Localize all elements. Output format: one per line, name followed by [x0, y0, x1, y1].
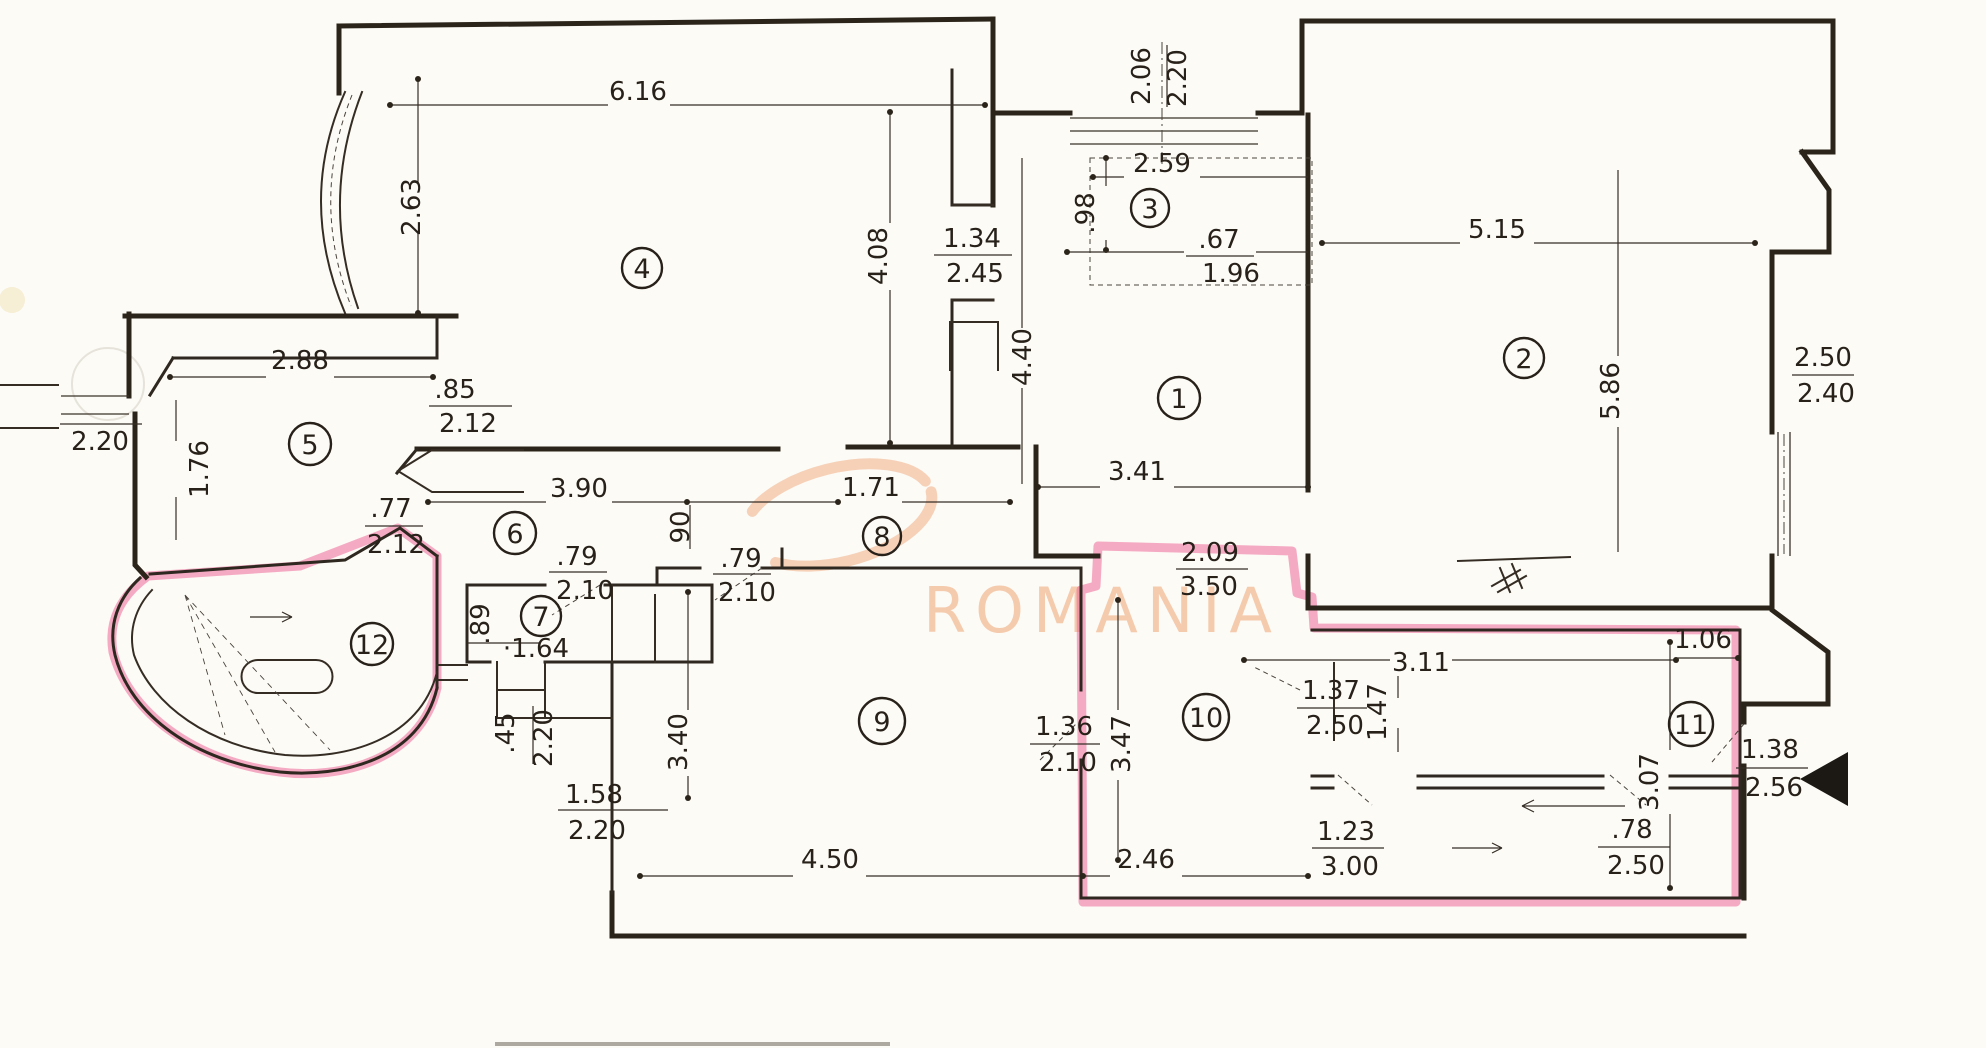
frac-.79a-top: .79 [556, 542, 597, 572]
frac-2.45-bottom: 2.45 [946, 259, 1004, 289]
frac-.77-top: .77 [370, 494, 411, 524]
frac-1.37-top: 1.37 [1302, 676, 1360, 706]
dim-1.64: ·1.64 [503, 634, 569, 664]
room-number-labels: 1 2 3 4 5 6 7 8 9 10 11 12 [301, 194, 1708, 741]
dim-2.20-left: 2.20 [71, 427, 129, 457]
frac-.45-top: .45 [491, 712, 521, 753]
frac-1.96-bottom: 1.96 [1202, 259, 1260, 289]
frac-1.36-top: 1.36 [1035, 712, 1093, 742]
dim-5.86: 5.86 [1596, 362, 1626, 420]
scan-artifacts [0, 287, 890, 1046]
dim-2.46: 2.46 [1117, 845, 1175, 875]
frac-3.00-bottom: 3.00 [1321, 852, 1379, 882]
structural-details [0, 90, 1572, 757]
room-label-11: 11 [1674, 710, 1708, 741]
room-label-4: 4 [633, 254, 650, 285]
dim-1.47: 1.47 [1363, 683, 1393, 741]
fraction-labels: 2.06 2.20 .67 1.96 1.34 2.45 .85 2.12 .7… [367, 47, 1855, 882]
dimension-lines [60, 45, 1854, 891]
frac-2.40-bottom: 2.40 [1797, 379, 1855, 409]
frac-2.12b-bottom: 2.12 [367, 530, 425, 560]
frac-2.50-bottom: 2.50 [1306, 711, 1364, 741]
dim-1.71: 1.71 [842, 473, 900, 503]
frac-2.20-bottom: 2.20 [1163, 49, 1193, 107]
frac-2.10b-bottom: 2.10 [718, 578, 776, 608]
room-label-7: 7 [532, 602, 549, 633]
dim-3.47: 3.47 [1107, 715, 1137, 773]
dim-4.50: 4.50 [801, 845, 859, 875]
frac-1.58-top: 1.58 [565, 780, 623, 810]
dim-.98: .98 [1071, 192, 1101, 233]
frac-.67-top: .67 [1198, 225, 1239, 255]
frac-2.20b-bottom: 2.20 [529, 709, 559, 767]
dim-4.40: 4.40 [1008, 328, 1038, 386]
frac-1.34-top: 1.34 [943, 224, 1001, 254]
room-label-2: 2 [1515, 344, 1532, 375]
dim-6.16: 6.16 [609, 77, 667, 107]
dimension-labels: 6.16 2.88 2.20 3.90 1.71 3.41 2.59 5.15 … [71, 77, 1732, 875]
dim-2.88: 2.88 [271, 346, 329, 376]
frac-2.20c-bottom: 2.20 [568, 816, 626, 846]
frac-.79b-top: .79 [720, 544, 761, 574]
frac-2.56-bottom: 2.56 [1745, 773, 1803, 803]
frac-.78-top: .78 [1611, 815, 1652, 845]
room-label-9: 9 [873, 707, 890, 738]
frac-1.23-top: 1.23 [1317, 817, 1375, 847]
room-label-10: 10 [1189, 703, 1223, 734]
dim-90: 90 [666, 510, 696, 543]
dim-3.07: 3.07 [1635, 753, 1665, 811]
frac-2.12-bottom: 2.12 [439, 409, 497, 439]
dim-.89: .89 [466, 603, 496, 644]
frac-2.10a-bottom: 2.10 [556, 576, 614, 606]
room-numbers [287, 187, 1715, 748]
room-label-5: 5 [301, 430, 318, 461]
exterior-walls [122, 16, 1836, 939]
dim-3.90: 3.90 [550, 474, 608, 504]
dashed-lines [184, 42, 1785, 806]
dim-2.59: 2.59 [1133, 149, 1191, 179]
dim-4.08: 4.08 [864, 227, 894, 285]
dim-1.06: 1.06 [1674, 625, 1732, 655]
room-label-1: 1 [1170, 384, 1187, 415]
room-label-12: 12 [355, 630, 389, 661]
frac-3.50-bottom: 3.50 [1180, 572, 1238, 602]
dim-3.11: 3.11 [1392, 648, 1450, 678]
annotation-arrows [250, 611, 1625, 854]
entrance-arrow-icon [1800, 752, 1848, 806]
frac-2.09-top: 2.09 [1181, 538, 1239, 568]
dim-3.41: 3.41 [1108, 457, 1166, 487]
dim-2.63: 2.63 [397, 178, 427, 236]
frac-.85-top: .85 [434, 375, 475, 405]
dim-3.40: 3.40 [664, 713, 694, 771]
dimension-labels-vertical: 2.63 1.76 90 4.40 4.08 .98 5.86 3.40 3.4… [185, 178, 1665, 811]
room-label-6: 6 [506, 519, 523, 550]
windows [61, 117, 1791, 556]
frac-2.50b-bottom: 2.50 [1607, 851, 1665, 881]
frac-2.50c-top: 2.50 [1794, 343, 1852, 373]
frac-2.06-top: 2.06 [1127, 47, 1157, 105]
room-label-8: 8 [873, 522, 890, 553]
dim-5.15: 5.15 [1468, 215, 1526, 245]
dim-1.76: 1.76 [185, 440, 215, 498]
frac-1.38-top: 1.38 [1741, 735, 1799, 765]
frac-2.10c-bottom: 2.10 [1039, 748, 1097, 778]
room-label-3: 3 [1141, 194, 1158, 225]
